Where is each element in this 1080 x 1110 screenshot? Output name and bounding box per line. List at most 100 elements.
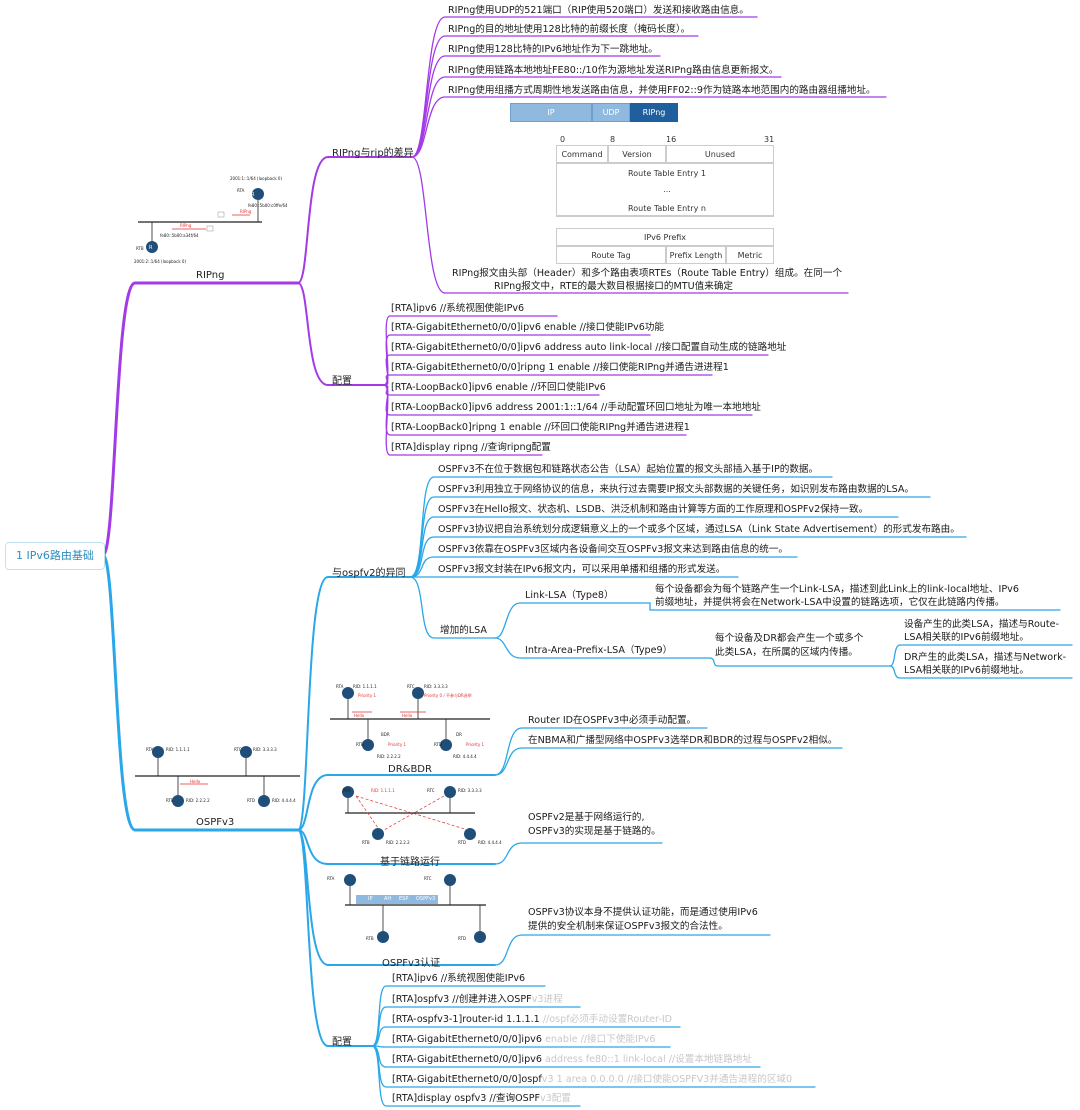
ripng-diff-topic[interactable]: RIPng与rip的差异	[332, 148, 414, 159]
link-topology	[342, 786, 476, 840]
ospf-topo-rta: RTA	[146, 747, 154, 752]
dr-topo-rta: RTA	[336, 684, 344, 689]
ripng-config-item: [RTA]ipv6 //系统视图使能IPv6	[391, 303, 525, 314]
auth-topo-rtb: RTB	[366, 936, 374, 941]
intra-lsa-desc-2: 此类LSA，在所属的区域内传播。	[715, 647, 858, 658]
dr-lsa-desc-1: DR产生的此类LSA，描述与Network-	[904, 652, 1067, 663]
dr-topo-bdr: BDR	[381, 732, 390, 737]
ospf-diff-topic[interactable]: 与ospfv2的异同	[332, 568, 406, 579]
root-node[interactable]: 1 IPv6路由基础	[5, 542, 105, 570]
ospf-topo-rtc: RTC	[234, 747, 242, 752]
link-lsa-desc-1: 每个设备都会为每个链路产生一个Link-LSA，描述到此Link上的link-l…	[655, 584, 1019, 595]
pkt-cell-route-tag: Route Tag	[556, 246, 666, 264]
pkt-cell-command: Command	[556, 145, 608, 163]
dr-bdr-topic[interactable]: DR&BDR	[388, 764, 432, 775]
ospf-config-item: [RTA]ospfv3 //创建并进入OSPFv3进程	[392, 994, 563, 1005]
auth-topo-rtc: RTC	[424, 876, 432, 881]
pkt-entries	[556, 163, 774, 215]
pkt-bit-8: 8	[610, 135, 616, 144]
svg-text:R: R	[149, 245, 153, 251]
auth-topo-rtd: RTD	[458, 936, 467, 941]
dr-topo-rtd: RTD	[434, 742, 443, 747]
ripng-diff-item: RIPng使用UDP的521端口（RIP使用520端口）发送和接收路由信息。	[448, 5, 749, 16]
ripng-diff-item: RIPng使用128比特的IPv6地址作为下一跳地址。	[448, 44, 658, 55]
pkt-bit-16: 16	[666, 135, 677, 144]
dr-topo-dr: DR	[456, 732, 462, 737]
link-topo-rid-d: RID: 4.4.4.4	[478, 840, 502, 845]
ospf-diff-item: OSPFv3报文封装在IPv6报文内，可以采用单播和组播的形式发送。	[438, 564, 726, 575]
ripng-config-item: [RTA-GigabitEthernet0/0/0]ipv6 enable //…	[391, 322, 664, 333]
ospf-topo-rtb: RTB	[166, 798, 174, 803]
ospf-topo-rtd: RTD	[247, 798, 256, 803]
ospf-topic[interactable]: OSPFv3	[196, 817, 235, 828]
link-desc-1: OSPFv2是基于网络运行的,	[528, 812, 645, 823]
ospf-topology	[135, 746, 300, 807]
ospf-diff-item: OSPFv3利用独立于网络协议的信息，来执行过去需要IP报文头部数据的关键任务，…	[438, 484, 915, 495]
link-topo-rid-a: RID: 1.1.1.1	[371, 788, 395, 793]
ospf-topo-rid-a: RID: 1.1.1.1	[166, 747, 190, 752]
ospf-config-item: [RTA-GigabitEthernet0/0/0]ipv6 address f…	[392, 1054, 752, 1065]
ripng-config-topic[interactable]: 配置	[332, 376, 352, 387]
dr-topo-prio-d: Priority 1	[466, 742, 485, 747]
link-lsa-desc-2: 前缀地址，并提供将会在Network-LSA中设置的链路选项，它仅在此链路内传播…	[655, 597, 1005, 608]
ripng-config-item: [RTA-LoopBack0]ipv6 enable //环回口使能IPv6	[391, 382, 606, 393]
dev-lsa-desc-1: 设备产生的此类LSA，描述与Route-	[904, 619, 1060, 630]
ospf-diff-item: OSPFv3在Hello报文、状态机、LSDB、洪泛机制和路由计算等方面的工作原…	[438, 504, 869, 515]
pkt-bit-31: 31	[764, 135, 775, 144]
ripng-config-item: [RTA-GigabitEthernet0/0/0]ripng 1 enable…	[391, 362, 729, 373]
pkt-cell-unused: Unused	[666, 145, 774, 163]
ripng-config-item: [RTA]display ripng //查询ripng配置	[391, 442, 551, 453]
ripng-topic[interactable]: RIPng	[196, 270, 225, 281]
auth-topo-rta: RTA	[327, 876, 335, 881]
dr-topo-rid-d: RID: 4.4.4.4	[453, 754, 477, 759]
svg-text:R: R	[251, 192, 255, 198]
lsa-topic[interactable]: 增加的LSA	[440, 625, 487, 636]
auth-topic[interactable]: OSPFv3认证	[382, 958, 441, 969]
ripng-topo-rta: RTA	[237, 188, 245, 193]
dr-topo-hello-1: Hello	[354, 713, 365, 718]
ripng-note-line2: RIPng报文中，RTE的最大数目根据接口的MTU值来确定	[494, 281, 734, 292]
pkt-cell-prefix: IPv6 Prefix	[556, 228, 774, 246]
dr-topo-hello-2: Hello	[402, 713, 413, 718]
ripng-topo-rta-lo: 2001:1::1/64 (loopback 0)	[230, 176, 283, 181]
ripng-diff-item: RIPng的目的地址使用128比特的前缀长度（掩码长度）。	[448, 24, 691, 35]
ospf-topo-rid-b: RID: 2.2.2.2	[186, 798, 210, 803]
pkt-cell-prefix-length: Prefix Length	[666, 246, 726, 264]
ripng-diff-item: RIPng使用组播方式周期性地发送路由信息，并使用FF02::9作为链路本地范围…	[448, 85, 876, 96]
dr-topo-rid-a: RID: 1.1.1.1	[353, 684, 377, 689]
auth-pkt-esp: ESP	[399, 896, 409, 902]
ripng-topo-rip2: RIPng	[180, 223, 192, 228]
link-desc-2: OSPFv3的实现是基于链路的。	[528, 826, 661, 837]
ospf-topo-rid-d: RID: 4.4.4.4	[272, 798, 296, 803]
ripng-config-item: [RTA-GigabitEthernet0/0/0]ipv6 address a…	[391, 342, 787, 353]
pkt-cell-version: Version	[608, 145, 666, 163]
link-topic[interactable]: 基于链路运行	[380, 857, 440, 868]
link-topo-rtb: RTB	[362, 840, 370, 845]
ospf-diff-item: OSPFv3协议把自治系统划分成逻辑意义上的一个或多个区域，通过LSA（Link…	[438, 524, 960, 535]
pkt-cell-metric: Metric	[726, 246, 774, 264]
ospf-topo-hello: Hello	[190, 779, 201, 784]
pkt-entry-1: Route Table Entry 1	[628, 169, 706, 178]
ripng-note-line1: RIPng报文由头部（Header）和多个路由表项RTEs（Route Tabl…	[452, 268, 843, 279]
ospf-config-item: [RTA-ospfv3-1]router-id 1.1.1.1 //ospf必须…	[392, 1014, 673, 1025]
auth-topology	[344, 874, 486, 943]
pkt-entry-n: Route Table Entry n	[628, 204, 706, 213]
intra-lsa-topic[interactable]: Intra-Area-Prefix-LSA（Type9）	[525, 645, 673, 656]
dr-topo-prio-c: Priority 0 / 不参与DR选举	[424, 693, 472, 698]
dr-item: Router ID在OSPFv3中必须手动配置。	[528, 715, 697, 726]
auth-pkt-ospfv3: OSPFv3	[416, 896, 436, 902]
pkt-entries-bottom	[556, 215, 774, 217]
ripng-topo-rtb-lo: 2001:2::1/64 (loopback 0)	[134, 259, 187, 264]
link-topo-rtd: RTD	[458, 840, 467, 845]
dr-bdr-topology	[330, 687, 490, 751]
ripng-diff-item: RIPng使用链路本地地址FE80::/10作为源地址发送RIPng路由信息更新…	[448, 65, 779, 76]
ospf-topo-rid-c: RID: 3.3.3.3	[253, 747, 277, 752]
dr-topo-rid-c: RID: 3.3.3.3	[424, 684, 448, 689]
dev-lsa-desc-2: LSA相关联的IPv6前缀地址。	[904, 632, 1029, 643]
auth-desc-2: 提供的安全机制来保证OSPFv3报文的合法性。	[528, 921, 728, 932]
link-topo-rid-c: RID: 3.3.3.3	[458, 788, 482, 793]
link-lsa-topic[interactable]: Link-LSA（Type8）	[525, 590, 614, 601]
dr-topo-rid-b: RID: 2.2.2.2	[377, 754, 401, 759]
ospf-config-topic[interactable]: 配置	[332, 1037, 352, 1048]
link-topo-rid-b: RID: 2.2.2.2	[386, 840, 410, 845]
